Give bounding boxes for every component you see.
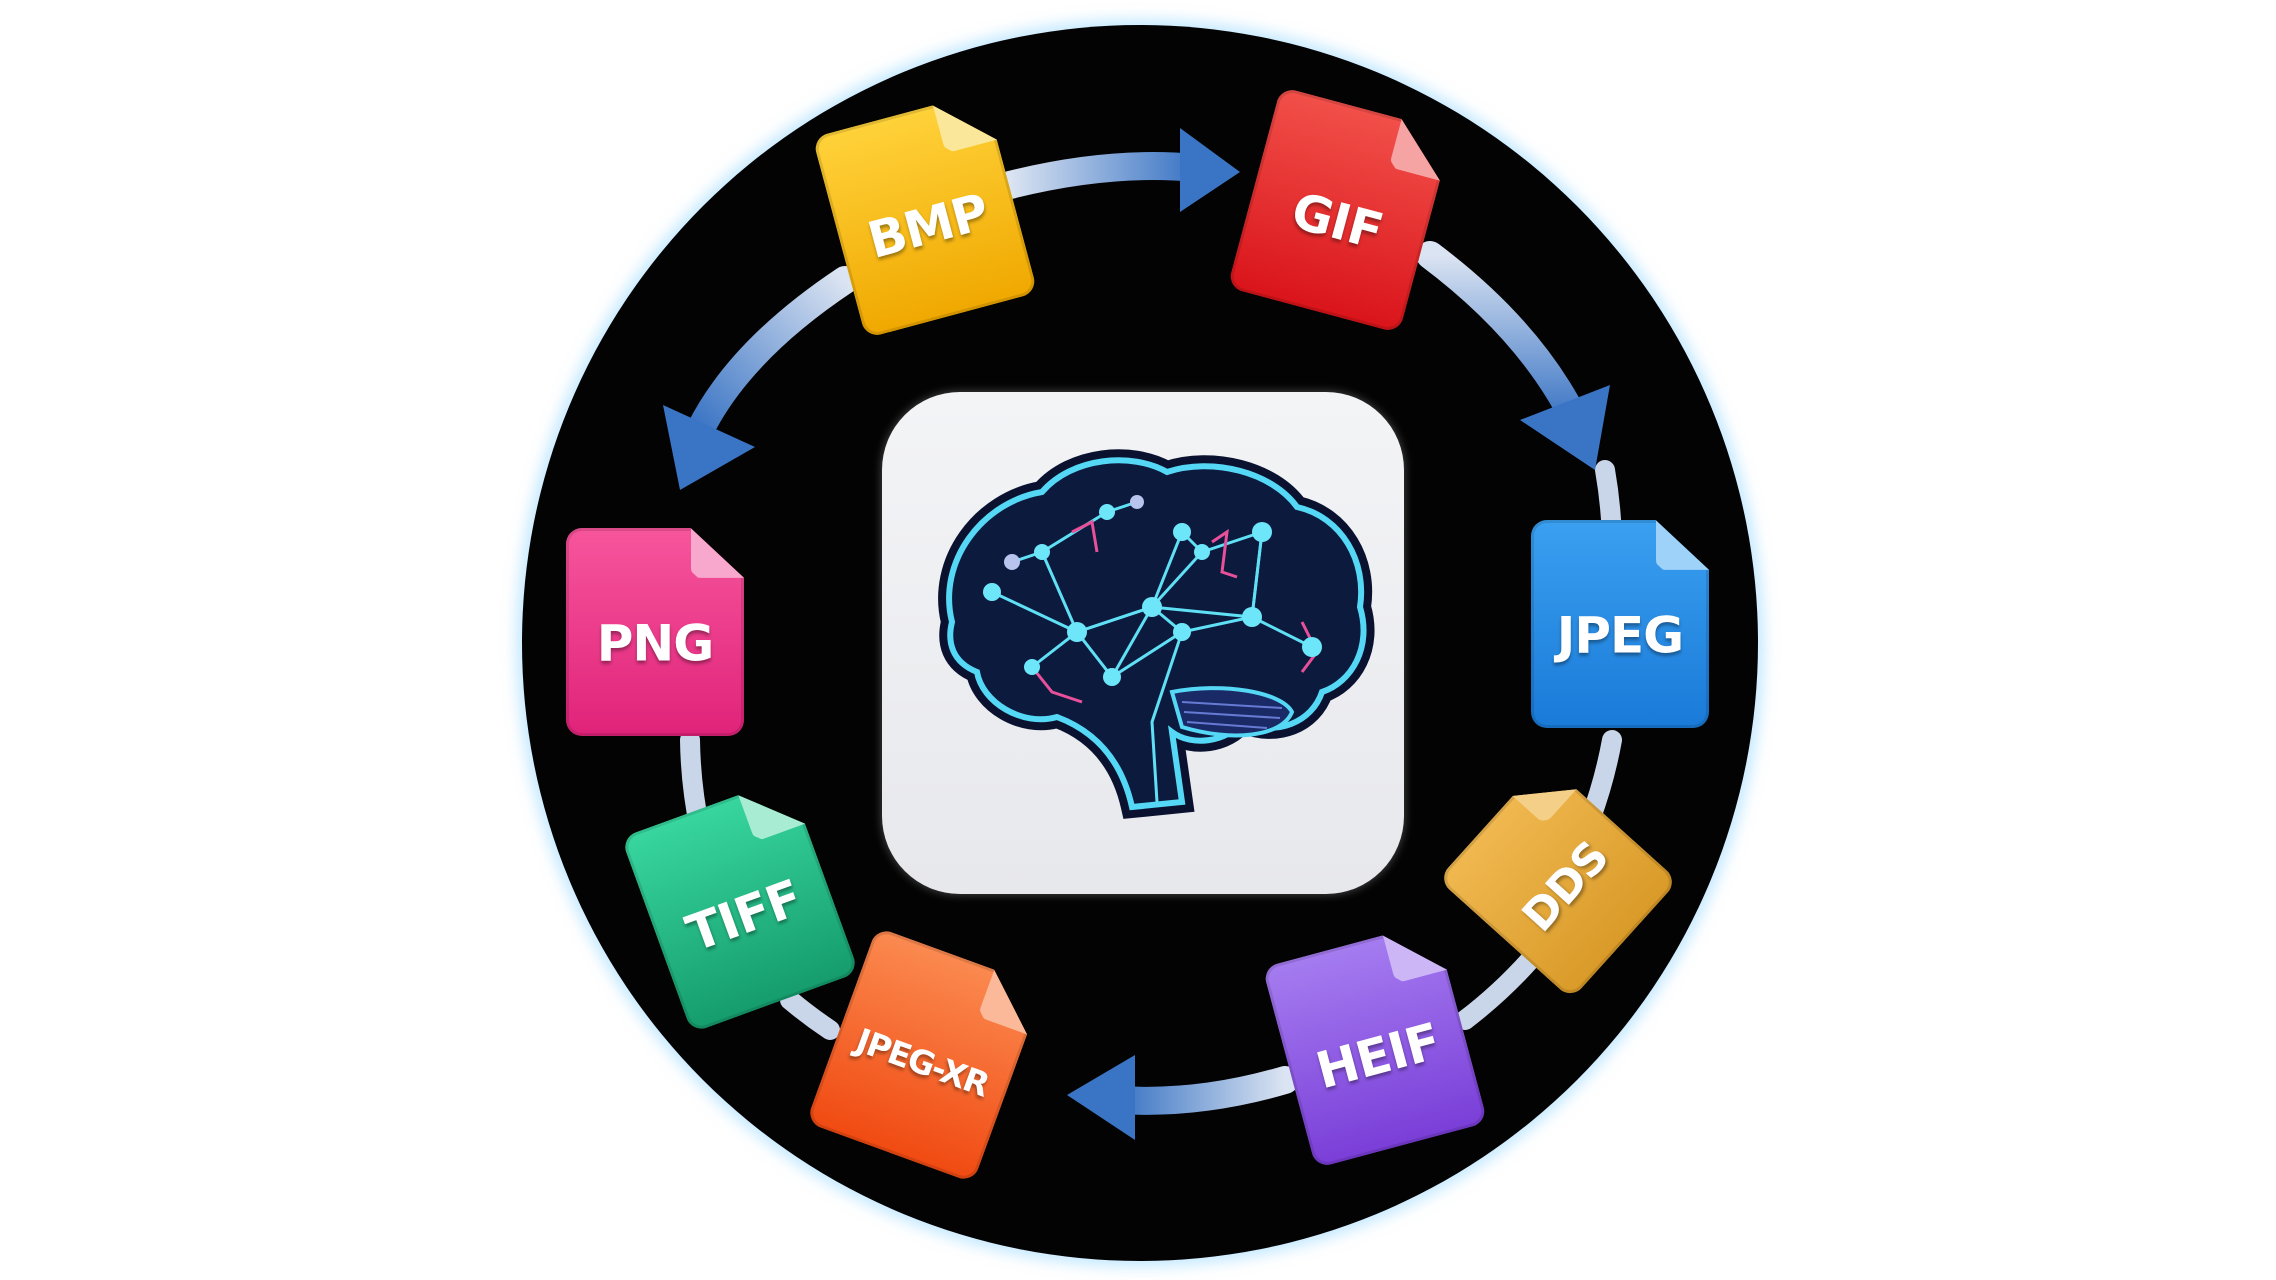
arrow-heif-to-jpeg-xr-icon: [1067, 1055, 1299, 1140]
format-png: PNG: [566, 528, 744, 736]
page-fold-icon: [1655, 520, 1709, 570]
format-label: JPEG: [1556, 606, 1684, 665]
format-label: PNG: [596, 614, 715, 673]
page-fold-icon: [690, 528, 744, 578]
arrow-bmp-to-gif-icon: [996, 128, 1240, 212]
arrow-bmp-to-png-icon: [663, 266, 859, 490]
arrow-gif-to-jpeg-icon: [1416, 241, 1610, 470]
brain-network-icon: [938, 449, 1375, 819]
format-jpeg: JPEG: [1531, 520, 1709, 728]
app-icon-tile: [882, 392, 1404, 894]
